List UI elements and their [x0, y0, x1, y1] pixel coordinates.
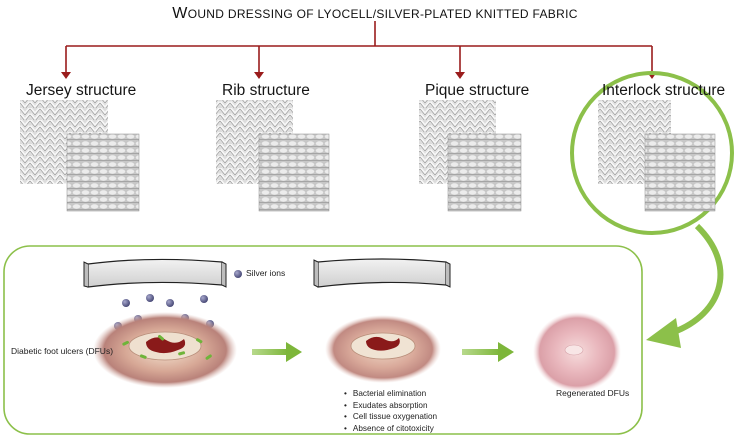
- process-arrow-2: [462, 342, 514, 362]
- title-rest: OUND DRESSING OF LYOCELL/SILVER-PLATED K…: [187, 7, 578, 21]
- regenerated-wound-image: [533, 312, 621, 392]
- interlock-fabric-swatches: [598, 100, 716, 212]
- dfu-label: Diabetic foot ulcers (DFUs): [11, 346, 114, 356]
- diabetic-foot-ulcer-image: [93, 312, 237, 388]
- wound-dressing-left: [83, 258, 227, 288]
- figure-title: WOUND DRESSING OF LYOCELL/SILVER-PLATED …: [0, 5, 750, 23]
- silver-ions-label: Silver ions: [246, 268, 286, 278]
- arrowhead-rib: [254, 72, 264, 79]
- application-panel: [3, 245, 643, 435]
- pique-structure-label: Pique structure: [425, 82, 530, 99]
- interlock-to-panel-arrow: [646, 223, 724, 348]
- treated-wound-image: [325, 315, 441, 383]
- hierarchy-connector: [65, 21, 653, 74]
- jersey-fabric-swatches: [20, 100, 140, 212]
- arrowhead-jersey: [61, 72, 71, 79]
- interlock-structure-label: Interlock structure: [602, 82, 726, 99]
- treatment-benefits-list: Bacterial elimination Exudates absorptio…: [344, 388, 437, 434]
- benefit-item: Absence of citotoxicity: [344, 423, 437, 435]
- jersey-structure-label: Jersey structure: [26, 82, 137, 99]
- benefit-item: Bacterial elimination: [344, 388, 437, 400]
- rib-fabric-swatches: [216, 100, 330, 212]
- regenerated-dfu-label: Regenerated DFUs: [556, 388, 630, 398]
- wound-dressing-middle: [313, 258, 451, 288]
- title-initial: W: [172, 5, 188, 22]
- benefit-item: Cell tissue oxygenation: [344, 411, 437, 423]
- rib-structure-label: Rib structure: [222, 82, 310, 99]
- benefit-item: Exudates absorption: [344, 400, 437, 412]
- silver-ion-legend-dot: [234, 270, 242, 278]
- pique-fabric-swatches: [419, 100, 522, 212]
- interlock-highlight-circle: [570, 71, 734, 235]
- arrowhead-pique: [455, 72, 465, 79]
- process-arrow-1: [252, 342, 302, 362]
